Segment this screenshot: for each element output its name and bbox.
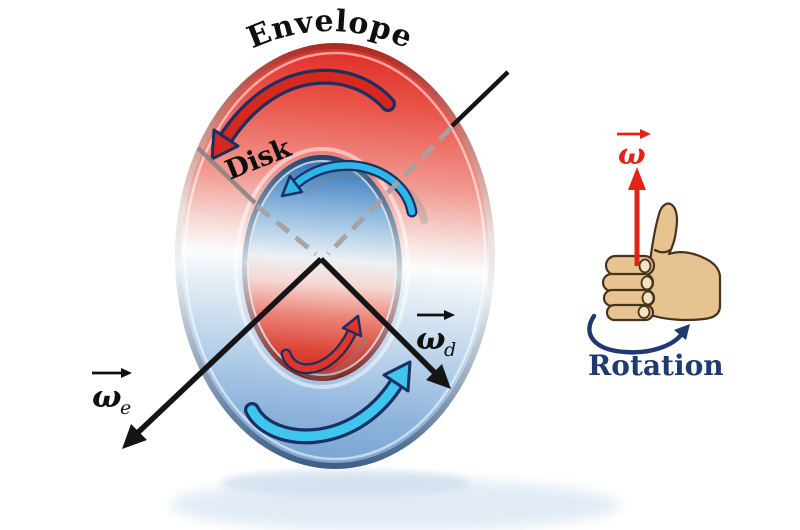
envelope-highlight-ring — [183, 51, 487, 461]
disk-axis-hidden-solid — [196, 146, 257, 205]
omega-e-axis-line — [127, 257, 323, 443]
omega-d-vector-arrow-icon — [417, 310, 455, 320]
rotation-label: Rotation — [588, 349, 724, 382]
omega-symbol: ω — [618, 137, 646, 171]
disk-axis-dashed — [255, 204, 318, 256]
disk-bottom-rotation-arrow-icon — [280, 314, 363, 375]
fingernail-2 — [640, 275, 654, 291]
hand-body-and-thumb — [646, 202, 722, 322]
rotation-axes — [122, 70, 510, 449]
disk-highlight-ring — [247, 160, 397, 376]
omega-label: ω — [617, 129, 651, 171]
omega-vector-arrow-icon — [628, 167, 646, 266]
omega-e-label: ω e — [92, 368, 132, 419]
right-hand-fist-icon — [601, 202, 722, 322]
omega-e-subscript: e — [120, 397, 131, 419]
disk-halo — [234, 147, 410, 389]
disk-top-rotation-arrow-icon — [280, 159, 418, 218]
omega-e-symbol: ω — [92, 379, 122, 415]
right-hand-rule: ω Rotation — [587, 129, 724, 382]
floor-reflection-inner — [220, 470, 470, 496]
omega-d-symbol: ω — [416, 321, 446, 357]
fingernail-3 — [641, 290, 655, 306]
omega-e-arrowhead-icon — [122, 424, 147, 449]
envelope-top-rotation-arrow-icon — [210, 68, 396, 161]
rotation-direction-arrow-icon — [587, 313, 690, 355]
fingernail-4 — [637, 305, 651, 319]
disk-face — [249, 162, 395, 374]
envelope-axis-dashed — [326, 126, 453, 256]
thumb-crease — [653, 248, 672, 254]
fingernail-1 — [638, 258, 652, 274]
omega-overbar-arrow-icon — [617, 129, 651, 139]
omega-d-label: ω d — [416, 310, 456, 361]
envelope-axis-top-segment — [450, 70, 510, 128]
omega-d-arrowhead-icon — [426, 364, 451, 389]
omega-d-axis-line — [319, 257, 442, 380]
envelope-bottom-rotation-arrow-icon — [244, 360, 412, 445]
omega-e-vector-arrow-icon — [92, 368, 132, 378]
omega-d-subscript: d — [444, 339, 456, 361]
